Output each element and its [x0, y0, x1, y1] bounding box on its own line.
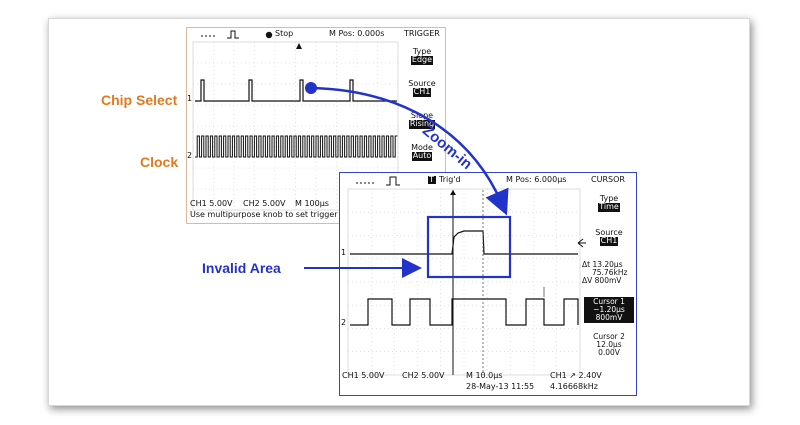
menu-type-label: Type	[412, 47, 432, 56]
cursor-1-label: Cursor 1	[593, 297, 625, 306]
menu-title: CURSOR	[591, 175, 625, 184]
menu-source-value: CH1	[599, 236, 619, 246]
cursor-deltas: Δt 13.20µs 75.76kHz ΔV 800mV	[582, 261, 636, 285]
menu-type-value: Time	[598, 202, 620, 212]
ch2-marker: 2	[187, 151, 193, 160]
ch1-marker: 1	[341, 248, 347, 257]
cursor-1-volt: 800mV	[595, 312, 623, 322]
menu-type-value: Edge	[410, 55, 434, 65]
invalid-area-label: Invalid Area	[202, 260, 281, 276]
ch1-scale: CH1 5.00V	[190, 199, 233, 208]
acquisition-icon	[227, 30, 239, 39]
menu-source-label: Source	[408, 79, 436, 88]
menu-cursor-2[interactable]: Cursor 2 12.0µs 0.00V	[584, 333, 634, 357]
menu-source-label: Source	[595, 228, 623, 237]
menu-mode-value: Auto	[411, 151, 433, 161]
scope-zoomed-graticule	[347, 176, 586, 376]
menu-title: TRIGGER	[404, 29, 440, 38]
zoom-highlight-box	[426, 215, 512, 279]
menu-source[interactable]: Source CH1	[401, 79, 443, 97]
menu-type[interactable]: Type Edge	[401, 47, 443, 65]
menu-slope[interactable]: Slope Rising	[401, 111, 443, 129]
scope-status: Trig'd	[439, 175, 461, 184]
delta-v-readout: ΔV 800mV	[582, 275, 622, 285]
menu-source[interactable]: Source CH1	[584, 228, 634, 246]
hint-text: Use multipurpose knob to set trigger sou…	[190, 210, 367, 219]
cursor-2-volt: 0.00V	[598, 347, 620, 357]
clock-trace	[195, 135, 398, 158]
date-time: 28-May-13 11:55	[466, 382, 535, 391]
ch2-scale: CH2 5.00V	[243, 199, 286, 208]
clock-label: Clock	[140, 154, 179, 170]
chip-select-trace	[195, 79, 397, 102]
timebase: M 10.0µs	[466, 371, 503, 380]
trigger-position-icon	[296, 43, 302, 49]
ch2-scale: CH2 5.00V	[402, 371, 445, 380]
inverse-delta-t-readout: 75.76kHz	[592, 267, 628, 277]
ch1-scale: CH1 5.00V	[342, 371, 385, 380]
cursor-2-time: 12.0µs	[596, 339, 622, 349]
cursor-2-label: Cursor 2	[593, 332, 625, 341]
trigger-level: CH1 ↗ 2.40V	[550, 371, 602, 380]
stop-icon	[265, 31, 273, 39]
trigd-icon-glyph: T	[429, 175, 434, 184]
menu-type[interactable]: Type Time	[584, 194, 634, 212]
ch1-marker: 1	[187, 94, 193, 103]
ch2-marker: 2	[341, 318, 347, 327]
frequency-readout: 4.16668kHz	[550, 382, 598, 391]
chip-select-zoomed-trace	[350, 230, 578, 255]
acquisition-icon	[386, 176, 400, 186]
menu-source-value: CH1	[412, 87, 432, 97]
m-pos-readout: M Pos: 6.000µs	[506, 175, 567, 184]
timebase: M 100µs	[295, 199, 329, 208]
trigger-level-arrow-icon	[577, 238, 586, 248]
menu-cursor-1[interactable]: Cursor 1 −1.20µs 800mV	[584, 297, 634, 323]
cursor-1-time: −1.20µs	[593, 304, 625, 314]
chip-select-label: Chip Select	[101, 92, 178, 108]
delta-t-readout: Δt 13.20µs	[582, 260, 623, 269]
menu-type-label: Type	[599, 194, 619, 203]
scope-status: Stop	[275, 29, 294, 38]
m-pos-readout: M Pos: 0.000s	[329, 29, 385, 38]
scope-screen-zoomed: T Trig'd M Pos: 6.000µs CURSOR Type Time…	[339, 172, 637, 396]
clock-zoomed-trace	[350, 298, 579, 326]
